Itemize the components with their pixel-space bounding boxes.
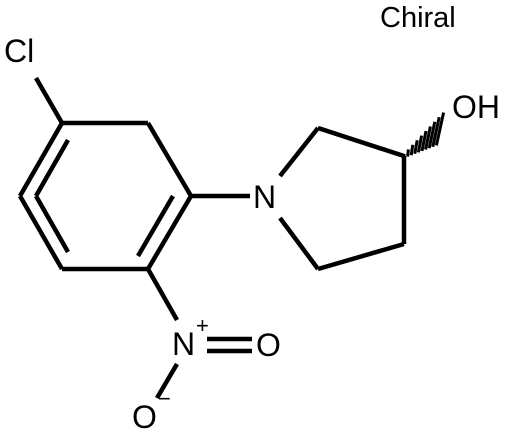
- hydroxyl-group-label: OH: [452, 89, 500, 125]
- nitro-nitrogen-label: N: [172, 326, 195, 362]
- bond-nitro-n-o-single: [155, 362, 179, 400]
- pyrrolidine-ring: [278, 125, 407, 272]
- bond-cc-cd: [317, 241, 405, 272]
- bond-c2-c3: [146, 121, 193, 198]
- bond-c1-cl: [34, 76, 64, 125]
- bond-n-ca: [278, 126, 320, 178]
- bond-c6-c1-inner: [34, 138, 70, 198]
- nitro-oxygen-single-label: O: [132, 399, 157, 433]
- chlorine-atom-label: Cl: [4, 33, 34, 69]
- bond-cd-n: [278, 216, 320, 271]
- hashed-wedge-bond: [402, 112, 446, 158]
- bond-ca-cb: [317, 125, 405, 159]
- bond-c3-c4: [146, 194, 193, 271]
- nitro-nitrogen-charge: +: [196, 313, 209, 338]
- chiral-label: Chiral: [380, 2, 456, 34]
- bond-c4-nitro-n: [146, 267, 179, 322]
- nitro-oxygen-double-label: O: [256, 327, 281, 363]
- benzene-ring: [18, 120, 193, 272]
- bond-c5-c6: [18, 194, 64, 271]
- pyrrolidine-nitrogen-label: N: [253, 179, 276, 215]
- nitro-oxygen-charge: −: [158, 386, 171, 411]
- bond-c5-c6-inner: [34, 194, 70, 254]
- bond-c3-c4-inner: [136, 194, 175, 258]
- bond-c6-c1: [18, 121, 64, 198]
